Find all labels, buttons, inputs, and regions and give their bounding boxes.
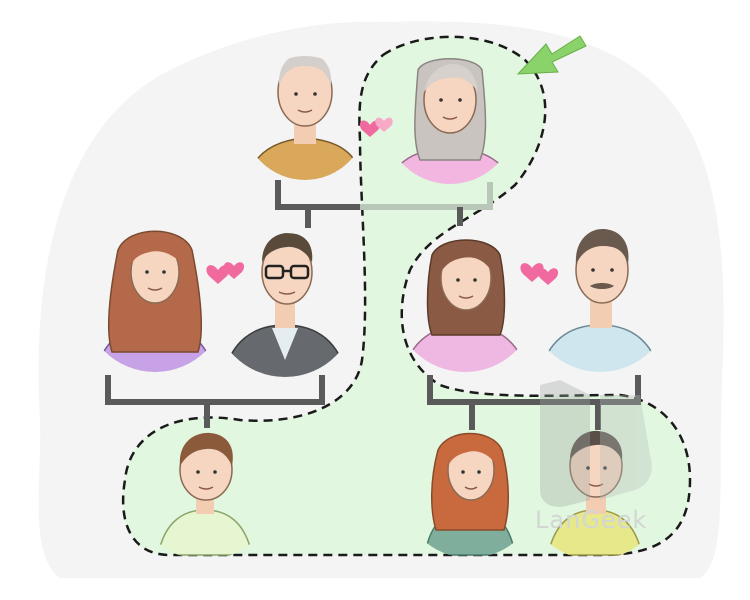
person-cousin-boy [157, 432, 253, 556]
watermark-text: LanGeek [535, 506, 647, 534]
highlight-region [121, 35, 692, 557]
heart-icon [520, 263, 559, 285]
connector-lines [105, 180, 641, 430]
arrow-icon [516, 35, 587, 75]
watermark-logo [540, 380, 652, 507]
person-son [547, 430, 643, 556]
person-daughter [424, 432, 516, 556]
heart-icon [359, 117, 393, 137]
person-grandmother [384, 58, 516, 184]
person-aunt [94, 230, 216, 372]
heart-icon [206, 262, 245, 284]
